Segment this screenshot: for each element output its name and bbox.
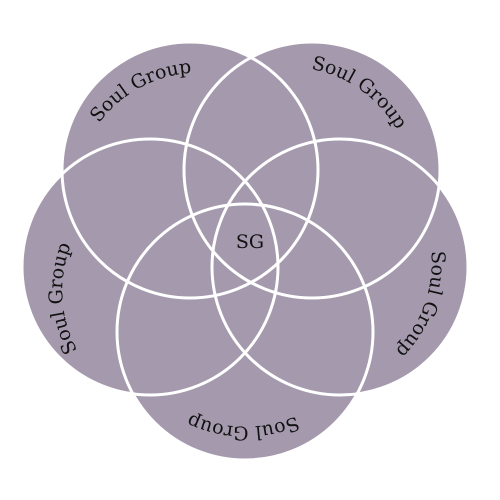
outline-top-left — [60, 40, 320, 300]
outline-bottom — [115, 202, 375, 462]
center-label: SG — [236, 231, 264, 253]
outline-left — [20, 137, 280, 397]
outline-top-right — [182, 40, 442, 300]
circle-left — [22, 139, 278, 395]
circle-fills — [22, 42, 468, 460]
circle-outlines — [20, 40, 470, 462]
outline-right — [210, 137, 470, 397]
